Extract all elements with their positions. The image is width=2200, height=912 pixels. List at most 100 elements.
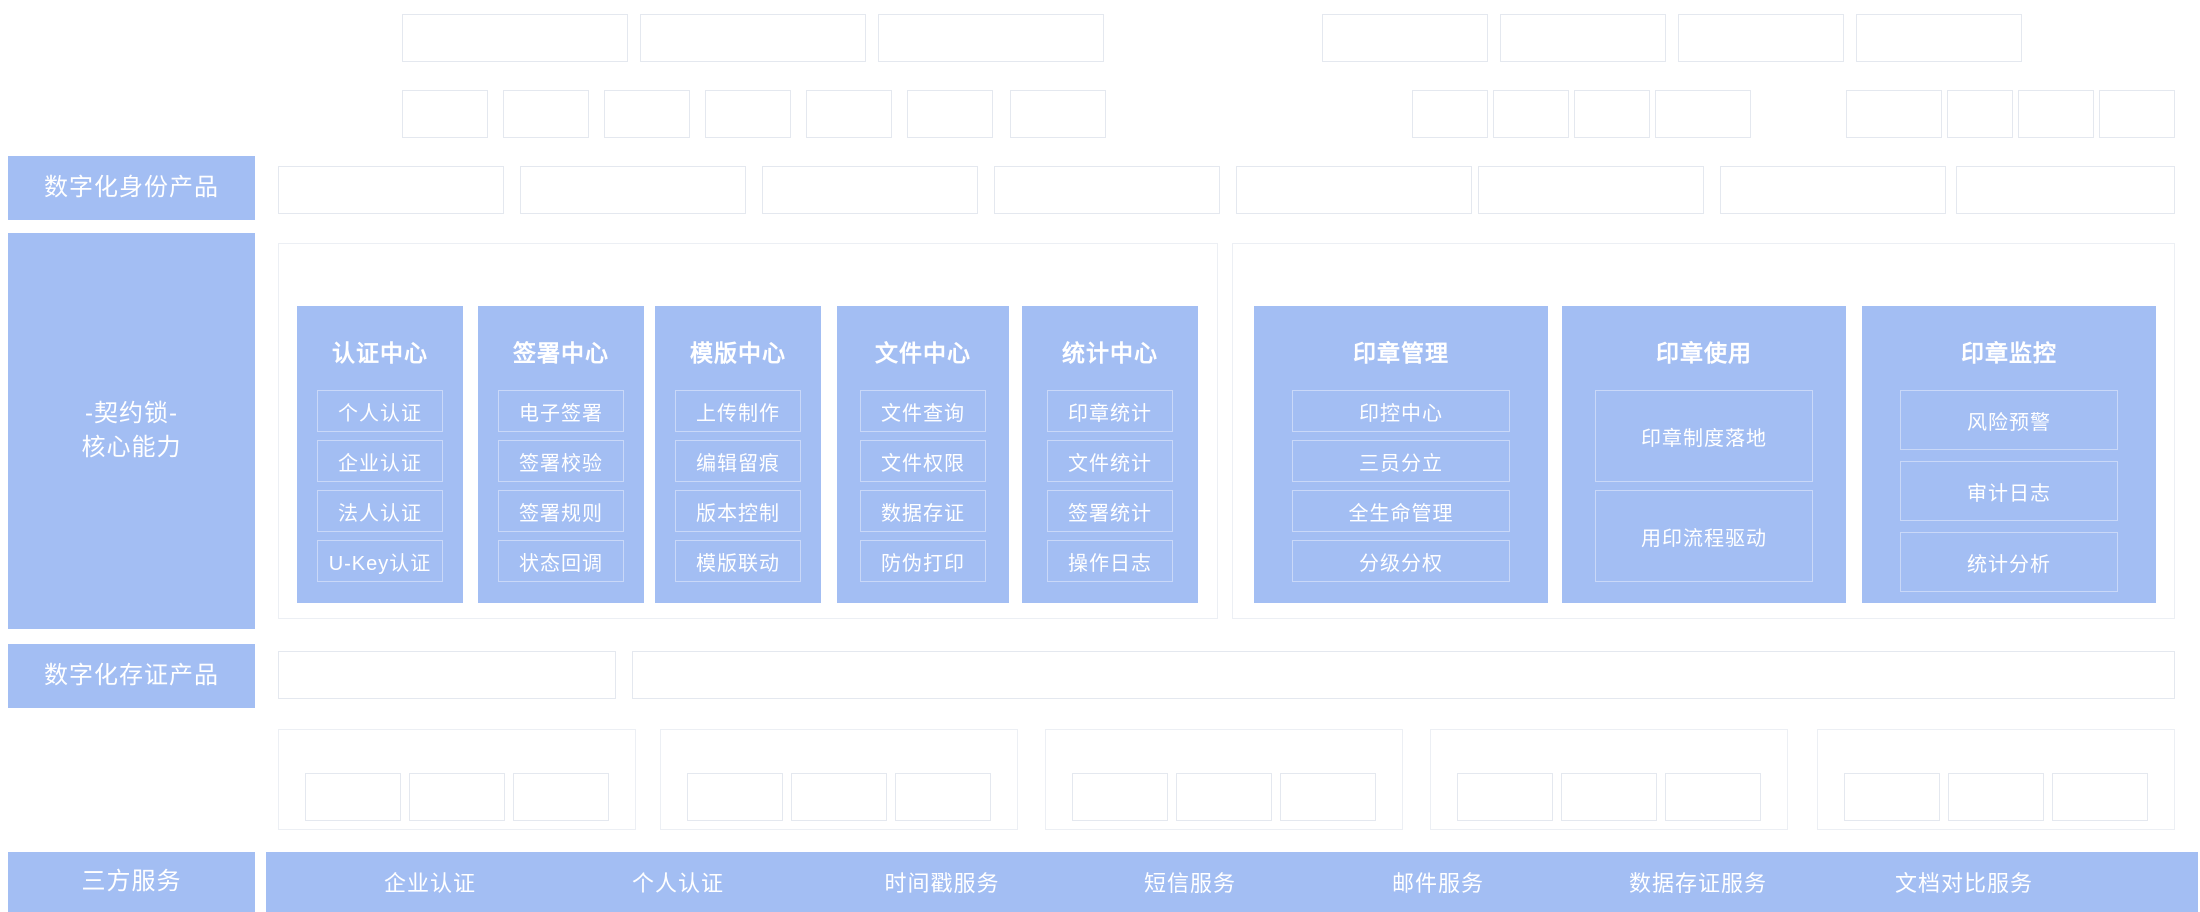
placeholder-box — [1457, 773, 1553, 821]
service-data-storage: 数据存证服务 — [1628, 871, 1767, 896]
placeholder-box — [513, 773, 609, 821]
placeholder-box — [2099, 90, 2175, 138]
placeholder-box — [2018, 90, 2094, 138]
module-item: 签署规则 — [498, 490, 624, 532]
placeholder-box — [632, 651, 2175, 699]
placeholder-box — [402, 90, 488, 138]
service-enterprise-auth: 企业认证 — [383, 871, 476, 896]
module-auth-center: 认证中心 个人认证 企业认证 法人认证 U-Key认证 — [297, 306, 463, 603]
placeholder-box — [1956, 166, 2175, 214]
service-sms: 短信服务 — [1143, 871, 1236, 896]
placeholder-box — [1478, 166, 1704, 214]
placeholder-box — [402, 14, 628, 62]
placeholder-box — [1561, 773, 1657, 821]
module-title: 统计中心 — [1062, 340, 1158, 366]
module-item: 编辑留痕 — [675, 440, 801, 482]
module-item: 个人认证 — [317, 390, 443, 432]
placeholder-box — [1678, 14, 1844, 62]
module-template-center: 模版中心 上传制作 编辑留痕 版本控制 模版联动 — [655, 306, 821, 603]
placeholder-box — [878, 14, 1104, 62]
placeholder-box — [791, 773, 887, 821]
module-item: 防伪打印 — [860, 540, 986, 582]
module-seal-usage: 印章使用 印章制度落地 用印流程驱动 — [1562, 306, 1846, 603]
module-title: 签署中心 — [513, 340, 609, 366]
placeholder-box — [1665, 773, 1761, 821]
placeholder-box — [1846, 90, 1942, 138]
placeholder-box — [1844, 773, 1940, 821]
placeholder-box — [907, 90, 993, 138]
module-item: 电子签署 — [498, 390, 624, 432]
module-item: 文件权限 — [860, 440, 986, 482]
placeholder-box — [1280, 773, 1376, 821]
placeholder-box — [1322, 14, 1488, 62]
row-label-identity: 数字化身份产品 — [8, 156, 255, 220]
placeholder-box — [1412, 90, 1488, 138]
placeholder-box — [895, 773, 991, 821]
module-item: 状态回调 — [498, 540, 624, 582]
module-item: 统计分析 — [1900, 532, 2118, 592]
module-item: 三员分立 — [1292, 440, 1510, 482]
placeholder-box — [278, 166, 504, 214]
module-item: 印章统计 — [1047, 390, 1173, 432]
placeholder-box — [640, 14, 866, 62]
placeholder-box — [1236, 166, 1472, 214]
module-item: 用印流程驱动 — [1595, 490, 1813, 582]
module-item: 全生命管理 — [1292, 490, 1510, 532]
module-item: 操作日志 — [1047, 540, 1173, 582]
module-item: 版本控制 — [675, 490, 801, 532]
service-personal-auth: 个人认证 — [631, 871, 724, 896]
placeholder-box — [604, 90, 690, 138]
row-label-third-party: 三方服务 — [8, 852, 255, 912]
placeholder-box — [1010, 90, 1106, 138]
service-email: 邮件服务 — [1391, 871, 1484, 896]
module-item: 文件统计 — [1047, 440, 1173, 482]
placeholder-box — [1856, 14, 2022, 62]
service-doc-compare: 文档对比服务 — [1894, 871, 2033, 896]
module-seal-monitoring: 印章监控 风险预警 审计日志 统计分析 — [1862, 306, 2156, 603]
placeholder-box — [1948, 773, 2044, 821]
module-item: 签署统计 — [1047, 490, 1173, 532]
module-item: 印控中心 — [1292, 390, 1510, 432]
module-title: 印章管理 — [1353, 340, 1449, 366]
placeholder-box — [705, 90, 791, 138]
module-item: 文件查询 — [860, 390, 986, 432]
module-item: 模版联动 — [675, 540, 801, 582]
module-item: 风险预警 — [1900, 390, 2118, 450]
placeholder-box — [1574, 90, 1650, 138]
placeholder-box — [994, 166, 1220, 214]
module-sign-center: 签署中心 电子签署 签署校验 签署规则 状态回调 — [478, 306, 644, 603]
placeholder-box — [503, 90, 589, 138]
placeholder-box — [1720, 166, 1946, 214]
third-party-services-bar: 企业认证 个人认证 时间戳服务 短信服务 邮件服务 数据存证服务 文档对比服务 — [266, 852, 2198, 912]
module-item: 签署校验 — [498, 440, 624, 482]
placeholder-box — [1947, 90, 2013, 138]
module-item: 法人认证 — [317, 490, 443, 532]
row-label-storage: 数字化存证产品 — [8, 644, 255, 708]
module-item: 企业认证 — [317, 440, 443, 482]
placeholder-box — [1500, 14, 1666, 62]
module-item: 数据存证 — [860, 490, 986, 532]
module-title: 模版中心 — [690, 340, 786, 366]
module-item: 审计日志 — [1900, 461, 2118, 521]
module-title: 认证中心 — [332, 340, 428, 366]
placeholder-box — [806, 90, 892, 138]
placeholder-box — [409, 773, 505, 821]
placeholder-box — [278, 651, 616, 699]
module-item: 上传制作 — [675, 390, 801, 432]
module-item: U-Key认证 — [317, 540, 443, 582]
placeholder-box — [2052, 773, 2148, 821]
row-label-core: -契约锁- 核心能力 — [8, 233, 255, 629]
placeholder-box — [520, 166, 746, 214]
module-item: 印章制度落地 — [1595, 390, 1813, 482]
module-stats-center: 统计中心 印章统计 文件统计 签署统计 操作日志 — [1022, 306, 1198, 603]
module-title: 印章使用 — [1656, 340, 1752, 366]
placeholder-box — [1072, 773, 1168, 821]
module-seal-management: 印章管理 印控中心 三员分立 全生命管理 分级分权 — [1254, 306, 1548, 603]
module-item: 分级分权 — [1292, 540, 1510, 582]
placeholder-box — [687, 773, 783, 821]
service-timestamp: 时间戳服务 — [884, 871, 1000, 896]
module-file-center: 文件中心 文件查询 文件权限 数据存证 防伪打印 — [837, 306, 1009, 603]
module-title: 印章监控 — [1961, 340, 2057, 366]
placeholder-box — [1176, 773, 1272, 821]
placeholder-box — [305, 773, 401, 821]
